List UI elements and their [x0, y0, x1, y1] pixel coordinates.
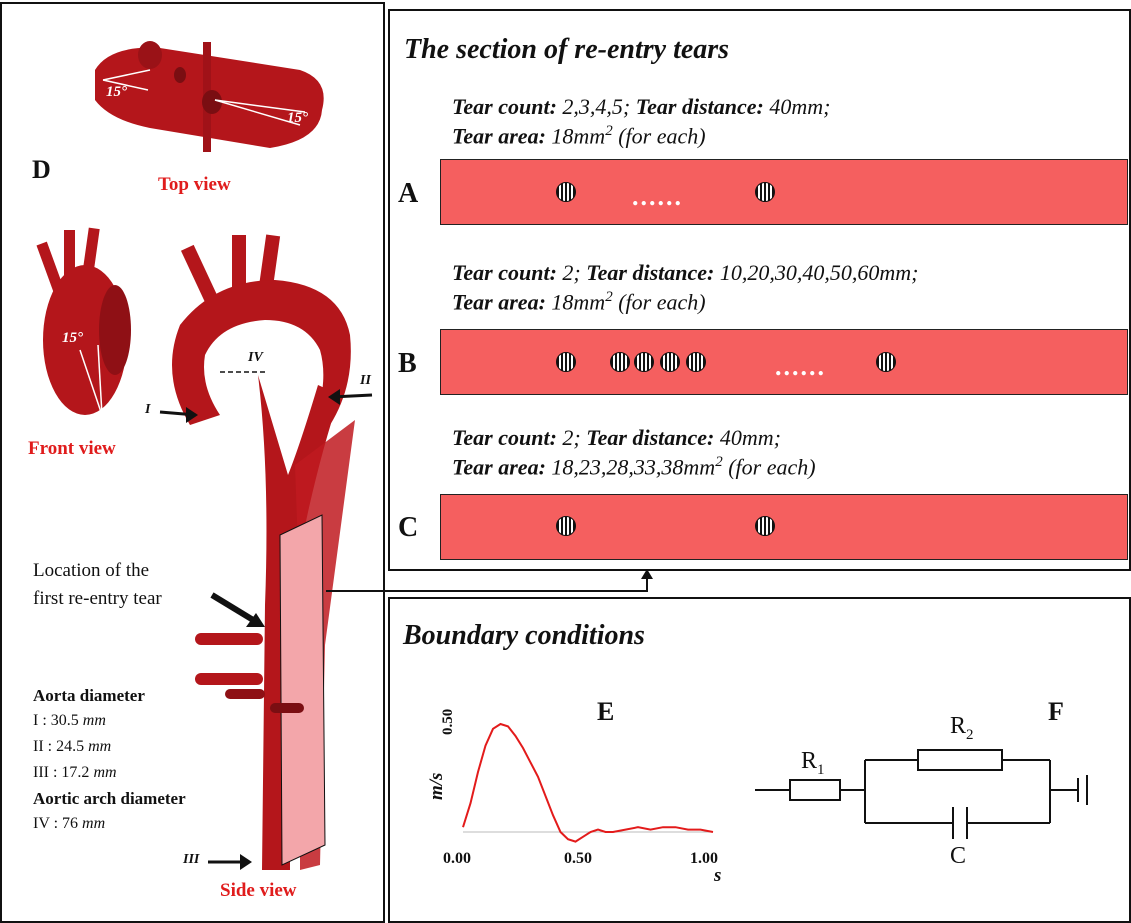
tear-a-1	[556, 182, 576, 202]
tear-b-3	[634, 352, 654, 372]
row-c-line2: Tear area: 18,23,28,33,38mm2 (for each)	[452, 454, 816, 480]
tear-b-4	[660, 352, 680, 372]
top-view-model	[0, 0, 385, 190]
chart-y-tick: 0.50	[440, 709, 457, 735]
panel-label-f: F	[1048, 697, 1064, 727]
marker-ii: II	[360, 373, 371, 389]
tear-b-1	[556, 352, 576, 372]
tear-b-2	[610, 352, 630, 372]
resistor-r1	[790, 780, 840, 800]
location-text-line1: Location of the	[33, 560, 149, 582]
chart-x-label: s	[714, 865, 721, 887]
tear-bar-c	[440, 494, 1128, 560]
panel-label-d: D	[32, 155, 51, 185]
row-a-line1: Tear count: 2,3,4,5; Tear distance: 40mm…	[452, 94, 830, 120]
angle-top-2: 15°	[287, 110, 308, 127]
side-view-label: Side view	[220, 880, 297, 902]
chart-x-tick-1: 0.50	[564, 850, 592, 868]
tear-b-5	[686, 352, 706, 372]
location-text-line2: first re-entry tear	[33, 588, 162, 610]
tear-a-2	[755, 182, 775, 202]
ellipsis-a: ......	[632, 182, 683, 212]
tear-b-6	[876, 352, 896, 372]
diameter-i: I : 30.5 mm	[33, 712, 106, 730]
velocity-series-line	[463, 724, 713, 842]
r2-label: R2	[950, 713, 974, 744]
tear-bar-a	[440, 159, 1128, 225]
resistor-r2	[918, 750, 1002, 770]
c-label: C	[950, 843, 966, 870]
marker-iv: IV	[248, 350, 263, 366]
chart-y-label: m/s	[426, 773, 448, 800]
chart-x-tick-0: 0.00	[443, 850, 471, 868]
row-c-line1: Tear count: 2; Tear distance: 40mm;	[452, 425, 781, 451]
aortic-arch-title: Aortic arch diameter	[33, 789, 186, 809]
marker-i: I	[145, 402, 150, 418]
tear-c-2	[755, 516, 775, 536]
tear-c-1	[556, 516, 576, 536]
top-view-label: Top view	[158, 174, 231, 196]
row-label-b: B	[398, 348, 417, 380]
row-label-a: A	[398, 178, 418, 210]
boundary-title: Boundary conditions	[403, 620, 645, 652]
diameter-iii: III : 17.2 mm	[33, 764, 117, 782]
diameter-ii: II : 24.5 mm	[33, 738, 111, 756]
row-b-line1: Tear count: 2; Tear distance: 10,20,30,4…	[452, 260, 918, 286]
angle-top-1: 15°	[106, 84, 127, 101]
aorta-diameter-title: Aorta diameter	[33, 686, 145, 706]
row-b-line2: Tear area: 18mm2 (for each)	[452, 289, 706, 315]
row-label-c: C	[398, 512, 418, 544]
r1-label: R1	[801, 748, 825, 779]
tear-section-title: The section of re-entry tears	[404, 34, 729, 66]
marker-iii: III	[183, 852, 199, 868]
arch-diameter-iv: IV : 76 mm	[33, 815, 105, 833]
ellipsis-b: ......	[775, 352, 826, 382]
row-a-line2: Tear area: 18mm2 (for each)	[452, 123, 706, 149]
